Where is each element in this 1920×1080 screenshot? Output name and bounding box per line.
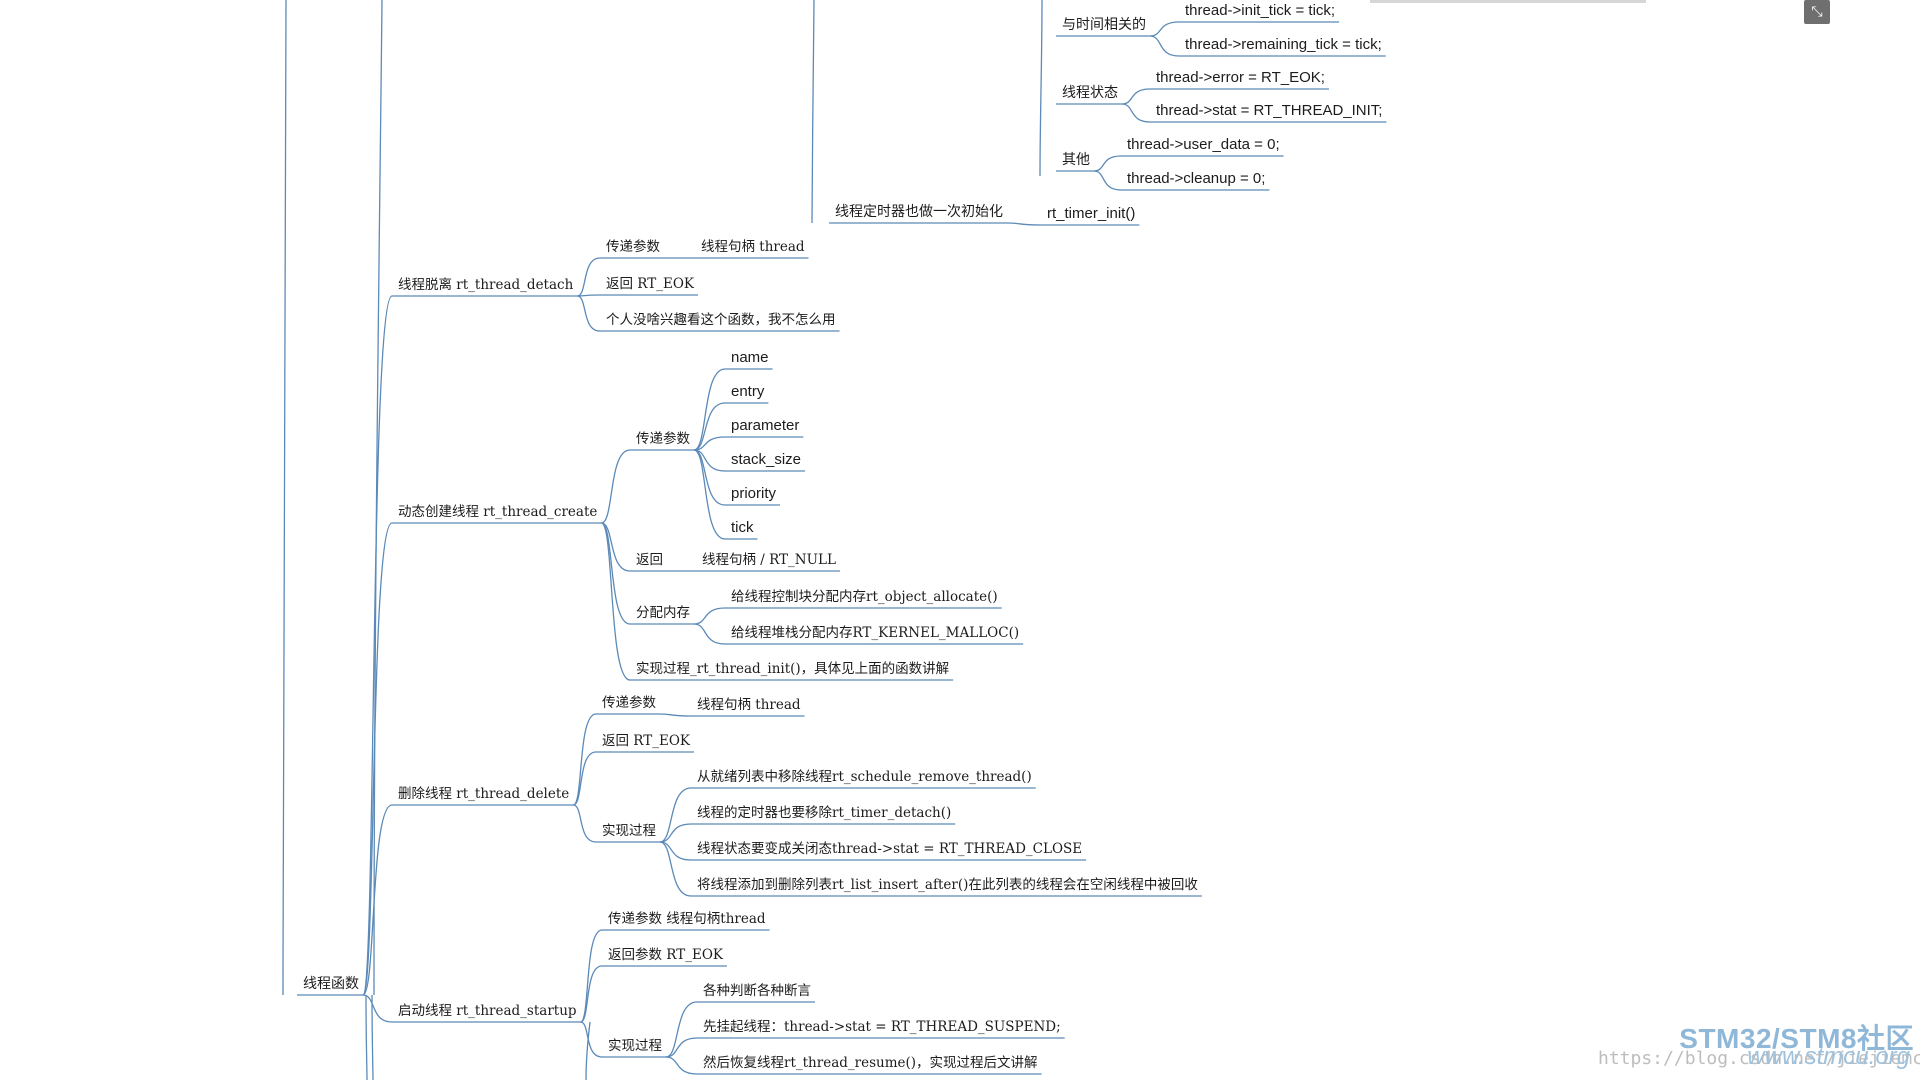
node-delete-step-1[interactable]: 从就绪列表中移除线程rt_schedule_remove_thread() xyxy=(697,769,1032,785)
node-startup-step-2[interactable]: 先挂起线程：thread->stat = RT_THREAD_SUSPEND; xyxy=(703,1019,1061,1035)
node-param-parameter[interactable]: parameter xyxy=(731,417,800,434)
node-thread-detach[interactable]: 线程脱离 rt_thread_detach xyxy=(398,277,574,293)
node-thread-stat[interactable]: thread->stat = RT_THREAD_INIT; xyxy=(1156,102,1383,119)
edge-startup_i-si2 xyxy=(665,1037,698,1058)
node-create-impl[interactable]: 实现过程_rt_thread_init()，具体见上面的函数讲解 xyxy=(636,661,950,677)
node-detach-note[interactable]: 个人没啥兴趣看这个函数，我不怎么用 xyxy=(606,312,836,328)
node-delete-params[interactable]: 传递参数 xyxy=(602,695,656,711)
edge-startup_i-si1 xyxy=(665,1001,698,1058)
node-detach-params[interactable]: 传递参数 xyxy=(606,239,660,255)
node-create-return[interactable]: 返回 xyxy=(636,552,663,568)
edge-state-state1 xyxy=(1121,88,1151,105)
edge-delete_i-di1 xyxy=(659,787,692,843)
watermark-blog-url: https://blog.csdn.net/jiejiemcu xyxy=(1598,1048,1920,1069)
node-param-tick[interactable]: tick xyxy=(731,519,754,536)
node-time-related[interactable]: 与时间相关的 xyxy=(1062,17,1146,33)
node-remaining-tick[interactable]: thread->remaining_tick = tick; xyxy=(1185,36,1382,53)
collapse-button[interactable]: ⤡ xyxy=(1804,0,1830,24)
top-scroll-strip xyxy=(1370,0,1646,3)
edge-create_p-cp5 xyxy=(693,449,726,506)
edge-other-other2 xyxy=(1093,170,1122,191)
node-startup-params[interactable]: 传递参数 线程句柄thread xyxy=(608,911,766,927)
edge-root-offscreen-bottom-1 xyxy=(371,994,374,1080)
edge-create-create_r xyxy=(601,522,631,572)
edge-outer-trunk xyxy=(373,0,383,996)
edge-delete_i-di2 xyxy=(659,823,692,843)
edge-delete_i-di4 xyxy=(659,841,692,897)
collapse-icon: ⤡ xyxy=(1811,4,1823,20)
node-alloc-stack[interactable]: 给线程堆栈分配内存RT_KERNEL_MALLOC() xyxy=(731,625,1020,641)
edge-create-create_p xyxy=(601,449,631,524)
node-other[interactable]: 其他 xyxy=(1062,152,1090,168)
node-delete-step-4[interactable]: 将线程添加到删除列表rt_list_insert_after()在此列表的线程会… xyxy=(697,877,1198,893)
edge-startup-offscreen-bottom xyxy=(585,1021,591,1080)
node-user-data[interactable]: thread->user_data = 0; xyxy=(1127,136,1280,153)
node-thread-startup[interactable]: 启动线程 rt_thread_startup xyxy=(398,1003,577,1019)
node-delete-impl[interactable]: 实现过程 xyxy=(602,823,656,839)
node-create-params[interactable]: 传递参数 xyxy=(636,431,690,447)
edge-startup-startup_r xyxy=(580,965,603,1023)
node-detach-handle[interactable]: 线程句柄 thread xyxy=(701,239,805,255)
edge-root-detach xyxy=(362,295,393,996)
edge-root-create xyxy=(362,522,393,996)
node-delete-step-2[interactable]: 线程的定时器也要移除rt_timer_detach() xyxy=(697,805,952,821)
edge-create_p-cp1 xyxy=(693,368,726,451)
edge-create_p-cp2 xyxy=(693,402,726,451)
edge-create-create_i xyxy=(600,522,631,681)
node-alloc-tcb[interactable]: 给线程控制块分配内存rt_object_allocate() xyxy=(731,589,998,605)
node-thread-create[interactable]: 动态创建线程 rt_thread_create xyxy=(398,504,598,520)
node-timer-init[interactable]: 线程定时器也做一次初始化 xyxy=(835,204,1003,220)
edge-startup-startup_i xyxy=(580,1021,603,1058)
watermark-site: www.stmcu.org xyxy=(1747,1043,1910,1070)
node-param-stack-size[interactable]: stack_size xyxy=(731,451,802,468)
edge-detach-detach_r xyxy=(577,294,601,297)
edge-root-offscreen-top xyxy=(282,0,287,996)
node-thread-error[interactable]: thread->error = RT_EOK; xyxy=(1156,69,1325,86)
node-root-thread-functions[interactable]: 线程函数 xyxy=(303,976,359,992)
edge-delete-delete_p xyxy=(572,713,597,806)
edge-init-trunk xyxy=(811,0,815,224)
node-detach-return[interactable]: 返回 RT_EOK xyxy=(606,276,694,292)
edge-delete_p-delete_p1 xyxy=(659,713,692,717)
edge-other-other1 xyxy=(1093,155,1122,172)
node-rt-timer-init[interactable]: rt_timer_init() xyxy=(1047,205,1136,222)
node-startup-step-3[interactable]: 然后恢复线程rt_thread_resume()，实现过程后文讲解 xyxy=(703,1055,1038,1071)
edge-create_p-cp6 xyxy=(693,449,726,540)
node-cleanup[interactable]: thread->cleanup = 0; xyxy=(1127,170,1266,187)
node-param-priority[interactable]: priority xyxy=(731,485,777,502)
edge-delete-delete_r xyxy=(572,751,597,806)
edge-startup-startup_p xyxy=(579,929,603,1023)
edge-time-time2 xyxy=(1149,35,1180,57)
node-delete-return[interactable]: 返回 RT_EOK xyxy=(602,733,690,749)
edge-startup_i-si3 xyxy=(665,1056,698,1075)
edge-root-startup xyxy=(362,994,393,1023)
edge-create_m-cm2 xyxy=(693,623,726,645)
node-param-entry[interactable]: entry xyxy=(731,383,765,400)
node-startup-impl[interactable]: 实现过程 xyxy=(608,1038,662,1054)
edge-detach-detach_p xyxy=(577,257,601,297)
node-delete-handle[interactable]: 线程句柄 thread xyxy=(697,697,801,713)
edge-detach-detach_n xyxy=(577,295,601,332)
edge-state-state2 xyxy=(1121,103,1151,123)
node-startup-step-1[interactable]: 各种判断各种断言 xyxy=(703,983,811,999)
edge-delete-delete_i xyxy=(573,804,597,843)
edge-timer-timer1 xyxy=(1006,222,1042,226)
edge-create_p-cp3 xyxy=(693,436,726,451)
node-delete-step-3[interactable]: 线程状态要变成关闭态thread->stat = RT_THREAD_CLOSE xyxy=(697,841,1083,857)
edge-create_m-cm1 xyxy=(693,607,726,625)
edge-root-offscreen-bottom-2 xyxy=(365,994,368,1080)
watermark-brand: STM32/STM8社区 xyxy=(1679,1023,1914,1054)
node-thread-state[interactable]: 线程状态 xyxy=(1062,85,1118,101)
edge-create-create_m xyxy=(601,522,631,625)
edge-group-trunk xyxy=(1039,0,1043,177)
node-init-tick[interactable]: thread->init_tick = tick; xyxy=(1185,2,1336,19)
node-thread-delete[interactable]: 删除线程 rt_thread_delete xyxy=(398,786,570,802)
node-param-name[interactable]: name xyxy=(731,349,769,366)
node-create-return-value[interactable]: 线程句柄 / RT_NULL xyxy=(702,552,836,568)
edge-time-time1 xyxy=(1149,21,1180,37)
node-startup-return[interactable]: 返回参数 RT_EOK xyxy=(608,947,723,963)
node-create-alloc[interactable]: 分配内存 xyxy=(636,605,690,621)
